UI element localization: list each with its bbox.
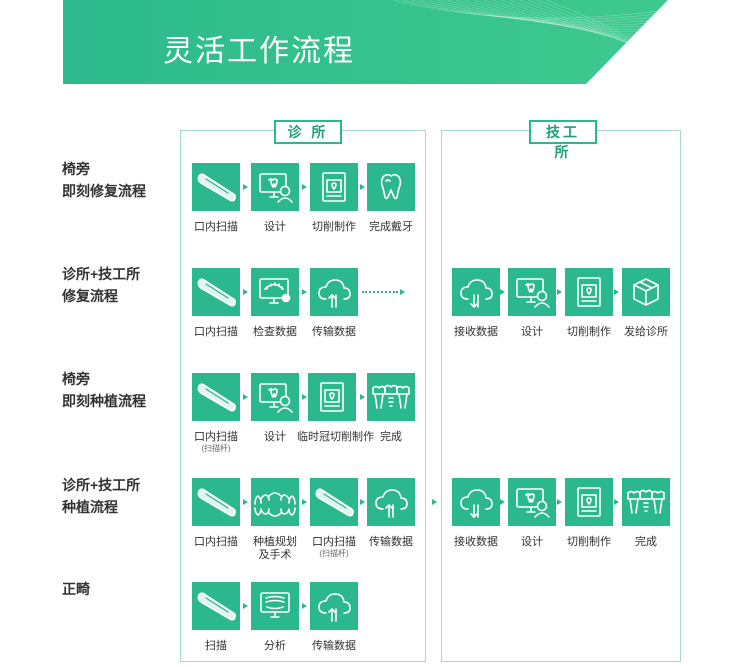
box-icon	[622, 268, 670, 316]
row-label-orthodontics: 正畸	[62, 581, 90, 597]
flow-arrow	[302, 603, 307, 609]
dental-arch-icon	[251, 478, 299, 526]
lab-panel	[441, 130, 681, 662]
flow-arrow	[302, 394, 307, 400]
flow-arrow	[302, 184, 307, 190]
cloud-download-icon	[452, 478, 500, 526]
step-finish: 完成	[356, 373, 426, 444]
step-transfer-data: 传输数据	[299, 268, 369, 339]
header-banner: 灵活工作流程	[63, 0, 668, 84]
scanner-icon	[192, 268, 240, 316]
flow-arrow	[400, 289, 405, 295]
step-implant-planning: 种植规划及手术	[240, 478, 310, 562]
step-transfer-data: 传输数据	[356, 478, 426, 549]
banner-background	[63, 0, 668, 84]
step-intraoral-scan: 口内扫描	[181, 163, 251, 234]
cloud-download-icon	[452, 268, 500, 316]
row-label-chairside-restoration: 椅旁 即刻修复流程	[62, 161, 146, 199]
scanner-icon	[192, 373, 240, 421]
flow-arrow	[432, 499, 437, 505]
step-milling: 切削制作	[554, 268, 624, 339]
milling-icon	[308, 373, 356, 421]
clinic-panel-label: 诊 所	[274, 120, 342, 144]
step-intraoral-scan: 口内扫描	[181, 478, 251, 549]
milling-icon	[565, 478, 613, 526]
page-title: 灵活工作流程	[163, 34, 355, 69]
row-label-chairside-implant: 椅旁 即刻种植流程	[62, 371, 146, 409]
step-finish-fitting: 完成戴牙	[356, 163, 426, 234]
step-intraoral-scan: 口内扫描	[181, 268, 251, 339]
step-receive-data: 接收数据	[441, 268, 511, 339]
transfer-dotted-line	[362, 291, 398, 293]
analysis-icon	[251, 582, 299, 630]
tooth-icon	[367, 163, 415, 211]
scanner-icon	[310, 478, 358, 526]
flow-arrow	[500, 499, 505, 505]
row-label-clinic-lab-restoration: 诊所+技工所 修复流程	[62, 266, 141, 304]
flow-arrow	[614, 289, 619, 295]
step-temp-crown-milling: 临时冠切削制作	[297, 373, 374, 444]
step-milling: 切削制作	[299, 163, 369, 234]
cloud-upload-icon	[367, 478, 415, 526]
milling-icon	[565, 268, 613, 316]
design-icon	[251, 373, 299, 421]
step-design: 设计	[497, 268, 567, 339]
implant-icon	[367, 373, 415, 421]
cloud-upload-icon	[310, 582, 358, 630]
flow-arrow	[614, 499, 619, 505]
check-data-icon	[251, 268, 299, 316]
flow-arrow	[557, 289, 562, 295]
flow-arrow	[243, 289, 248, 295]
step-intraoral-scan: 口内扫描(扫描杆)	[181, 373, 251, 454]
step-analysis: 分析	[240, 582, 310, 653]
step-transfer-data: 传输数据	[299, 582, 369, 653]
step-milling: 切削制作	[554, 478, 624, 549]
step-design: 设计	[240, 373, 310, 444]
flow-arrow	[500, 289, 505, 295]
step-ship-to-clinic: 发给诊所	[611, 268, 681, 339]
scanner-icon	[192, 163, 240, 211]
flow-arrow	[360, 394, 365, 400]
scanner-icon	[192, 478, 240, 526]
flow-arrow	[243, 499, 248, 505]
implant-icon	[622, 478, 670, 526]
step-intraoral-scan-scanbody: 口内扫描(扫描杆)	[299, 478, 369, 559]
flow-arrow	[302, 499, 307, 505]
lab-panel-label: 技工所	[529, 120, 597, 160]
row-label-clinic-lab-implant: 诊所+技工所 种植流程	[62, 477, 141, 515]
flow-arrow	[302, 289, 307, 295]
design-icon	[508, 268, 556, 316]
design-icon	[508, 478, 556, 526]
flow-arrow	[360, 499, 365, 505]
flow-arrow	[557, 499, 562, 505]
step-design: 设计	[497, 478, 567, 549]
flow-arrow	[243, 603, 248, 609]
cloud-upload-icon	[310, 268, 358, 316]
flow-arrow	[360, 184, 365, 190]
scanner-icon	[192, 582, 240, 630]
flow-arrow	[243, 394, 248, 400]
step-receive-data: 接收数据	[441, 478, 511, 549]
step-check-data: 检查数据	[240, 268, 310, 339]
step-finish: 完成	[611, 478, 681, 549]
milling-icon	[310, 163, 358, 211]
step-design: 设计	[240, 163, 310, 234]
flow-arrow	[243, 184, 248, 190]
step-scan: 扫描	[181, 582, 251, 653]
design-icon	[251, 163, 299, 211]
